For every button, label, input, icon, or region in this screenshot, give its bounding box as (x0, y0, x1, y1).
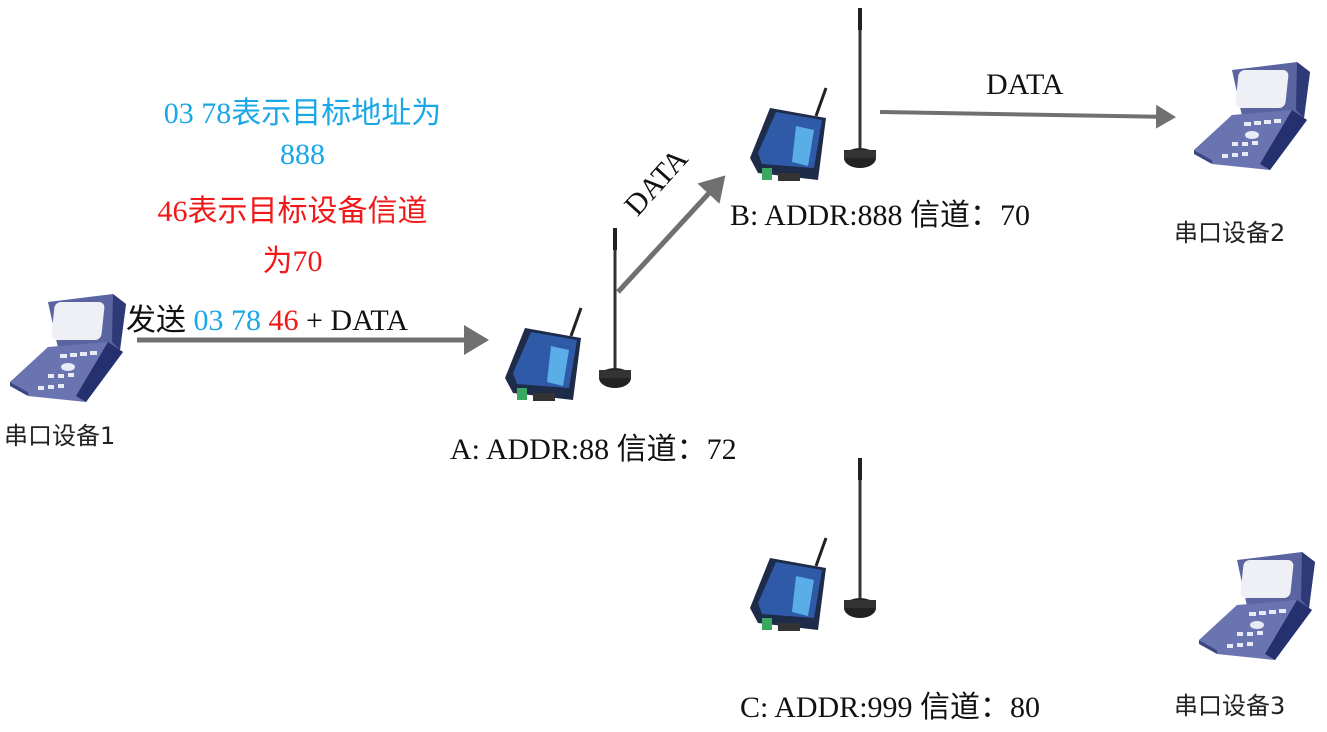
address-note: 03 78表示目标地址为 888 (140, 88, 465, 172)
radio-a-label: A: ADDR:88 信道：72 (450, 433, 737, 466)
radio-a-icon (503, 228, 638, 412)
channel-note-line2: 为70 (262, 245, 323, 278)
send-prefix: 发送 (126, 304, 186, 337)
channel-note: 46表示目标设备信道 为70 (130, 186, 455, 280)
address-note-line2: 888 (280, 138, 325, 171)
serial-device-3-label: 串口设备3 (1174, 692, 1286, 720)
serial-device-1-label: 串口设备1 (4, 422, 116, 450)
send-addr-high: 03 (193, 304, 224, 337)
arrow-b-to-device2 (879, 104, 1176, 129)
radio-b-icon (748, 8, 883, 192)
serial-device-3-icon (1197, 550, 1325, 664)
arrow-a-to-b (616, 175, 726, 294)
channel-note-line1: 46表示目标设备信道 (157, 195, 428, 228)
radio-b-label: B: ADDR:888 信道：70 (730, 199, 1031, 232)
send-suffix: + DATA (306, 304, 409, 337)
radio-c-label: C: ADDR:999 信道：80 (740, 691, 1041, 724)
send-channel: 46 (268, 304, 299, 337)
radio-c-icon (748, 458, 883, 642)
send-addr-low: 78 (231, 304, 261, 337)
address-note-line1: 03 78表示目标地址为 (163, 97, 442, 130)
serial-device-2-icon (1192, 60, 1320, 174)
serial-device-2-label: 串口设备2 (1174, 219, 1286, 247)
send-label: 发送 03 78 46 + DATA (126, 295, 408, 339)
arrow-b-to-device2-label: DATA (986, 68, 1064, 101)
serial-device-1-icon (8, 292, 136, 406)
